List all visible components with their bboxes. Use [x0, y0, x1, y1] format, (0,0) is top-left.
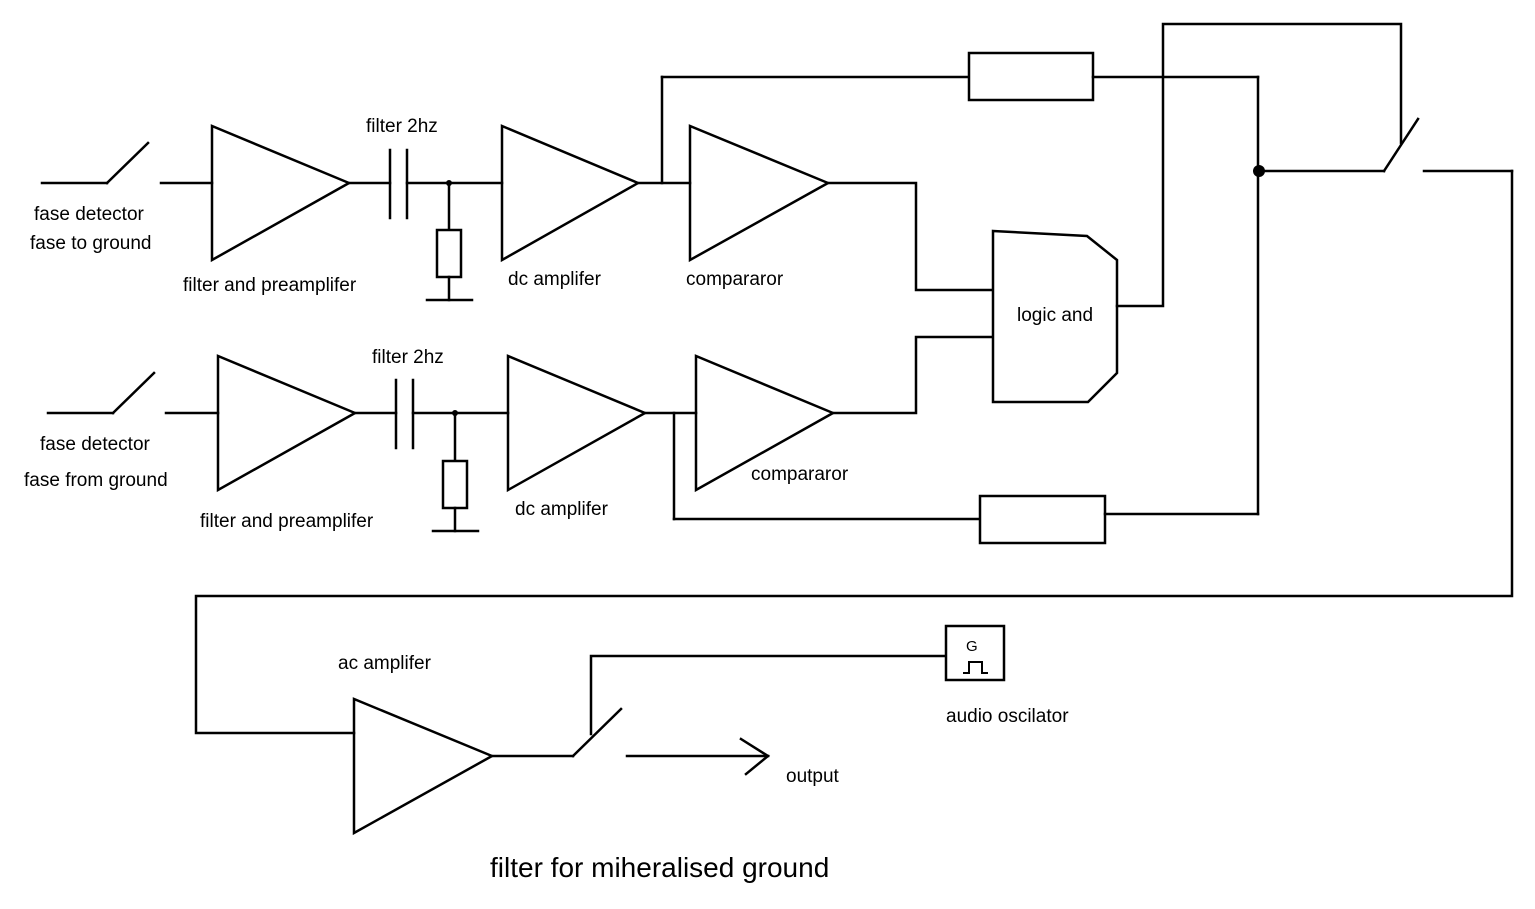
diagram-title: filter for miheralised ground: [490, 852, 829, 883]
capacitor-2: [353, 378, 510, 450]
comparator-label-2: compararor: [751, 464, 849, 485]
oscillator-label: audio oscilator: [946, 706, 1069, 727]
preamp-2: [216, 354, 358, 493]
output-label: output: [786, 766, 840, 787]
detector-switch-1: [40, 141, 214, 185]
main-switch: [1257, 117, 1514, 173]
logic-and-gate: logic and: [991, 229, 1119, 404]
detector-label-1a: fase detector: [34, 204, 145, 225]
capacitor-1: [347, 148, 504, 220]
dc-amp-label-2: dc amplifer: [515, 499, 609, 520]
dc-amp-label-1: dc amplifer: [508, 269, 602, 290]
dc-amp-1: [500, 124, 641, 263]
shunt-resistor-1: [425, 180, 474, 302]
shunt-resistor-2: [431, 410, 480, 533]
filter-label-2: filter 2hz: [372, 347, 444, 368]
output-switch: [490, 707, 623, 758]
ac-amp: [352, 697, 495, 836]
channel-1: fase detector fase to ground filter and …: [30, 51, 1260, 302]
dc-amp-2: [506, 354, 648, 493]
detector-label-2b: fase from ground: [24, 470, 168, 491]
comparator-1: [688, 124, 831, 263]
detector-label-2a: fase detector: [40, 434, 151, 455]
feedback-resistor-1: [967, 51, 1095, 102]
square-wave-icon: [963, 661, 988, 674]
filter-label-1: filter 2hz: [366, 116, 438, 137]
preamp-label-1: filter and preamplifer: [183, 275, 357, 296]
comparator-label-1: compararor: [686, 269, 784, 290]
comparator-2: [694, 354, 836, 493]
feedback-resistor-2: [978, 494, 1107, 545]
ac-amp-label: ac amplifer: [338, 653, 432, 674]
preamp-label-2: filter and preamplifer: [200, 511, 374, 532]
oscillator-symbol: G: [966, 638, 978, 655]
detector-switch-2: [46, 371, 220, 415]
channel-2: fase detector fase from ground filter an…: [24, 169, 1260, 545]
output-arrow-icon: [625, 737, 771, 776]
preamp-1: [210, 124, 352, 263]
logic-gate-label: logic and: [1017, 305, 1093, 326]
audio-oscillator: G: [944, 624, 1006, 682]
detector-label-1b: fase to ground: [30, 233, 151, 254]
